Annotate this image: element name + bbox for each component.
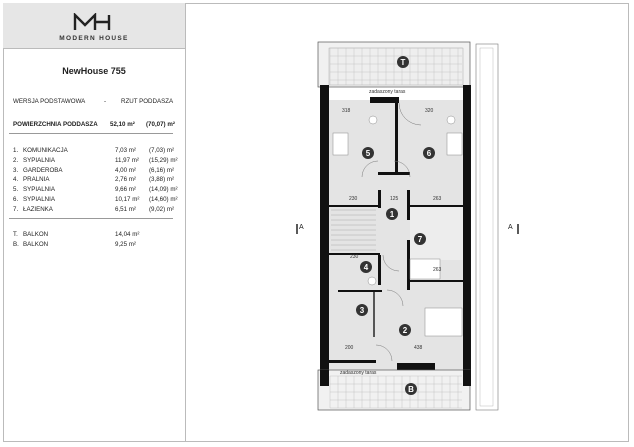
room-marker-3 (356, 304, 368, 316)
room-no: 5. (13, 186, 19, 194)
room-no: 3. (13, 166, 19, 174)
terrace-bottom-label: zadaszony taras (340, 370, 377, 376)
room-gross: (15,29) m² (149, 156, 178, 164)
dim-label: 125 (390, 196, 399, 202)
balcony-name: BALKON (23, 240, 49, 248)
divider (9, 133, 173, 134)
dim-label: 230 (350, 254, 359, 260)
area-gross: (70,07) m² (146, 121, 175, 128)
room-name: PRALNIA (23, 176, 50, 184)
room-marker-B (405, 383, 417, 395)
version-label: WERSJA PODSTAWOWA (13, 98, 86, 105)
room-marker-label: 4 (364, 263, 369, 272)
room-area: 6,51 m² (115, 205, 136, 213)
room-no: 2. (13, 156, 19, 164)
logo-icon (73, 13, 111, 30)
dim-label: 263 (433, 267, 442, 273)
room-marker-label: 5 (366, 149, 371, 158)
room-marker-label: 1 (390, 210, 395, 219)
balcony-area: 9,25 m² (115, 240, 136, 248)
room-gross: (7,03) m² (149, 147, 175, 154)
dim-label: 200 (345, 345, 354, 351)
room-marker-T (397, 56, 409, 68)
room-marker-label: 7 (418, 235, 423, 244)
room-marker-5 (362, 147, 374, 159)
room-gross: (3,88) m² (149, 176, 175, 184)
room-marker-label: B (408, 385, 414, 394)
version-separator: - (104, 98, 107, 105)
room-name: KOMUNIKACJA (23, 147, 68, 154)
terrace-top (317, 41, 471, 88)
room-no: 1. (13, 147, 19, 154)
room-marker-4 (360, 261, 372, 273)
room-gross: (9,02) m² (149, 205, 175, 213)
room-marker-2 (399, 324, 411, 336)
room-area: 2,76 m² (115, 176, 136, 184)
room-marker-1 (386, 208, 398, 220)
dim-label: 263 (433, 196, 442, 202)
room-marker-label: T (401, 58, 406, 67)
area-net: 52,10 m² (110, 121, 135, 128)
room-gross: (14,09) m² (149, 186, 178, 194)
room-area: 9,66 m² (115, 186, 136, 194)
room-area: 10,17 m² (115, 196, 140, 203)
view-name: RZUT PODDASZA (121, 98, 174, 105)
room-area: 4,00 m² (115, 166, 136, 174)
room-no: 6. (13, 196, 19, 203)
sheet-frame (3, 3, 629, 442)
room-name: GARDEROBA (23, 166, 63, 174)
project-title: NewHouse 755 (62, 66, 126, 76)
balcony-bottom (317, 369, 471, 411)
room-marker-label: 3 (360, 306, 365, 315)
balcony-name: BALKON (23, 231, 49, 238)
section-marker-left: A (299, 224, 304, 231)
dim-label: 320 (425, 108, 434, 114)
room-name: SYPIALNIA (23, 196, 55, 203)
room-no: 7. (13, 205, 19, 213)
terrace-top-label: zadaszony taras (369, 89, 406, 95)
room-name: SYPIALNIA (23, 156, 55, 164)
info-panel: MODERN HOUSE NewHouse 755 WERSJA PODSTAW… (3, 3, 186, 442)
section-marker-right: A (508, 224, 513, 231)
room-gross: (14,60) m² (149, 196, 178, 203)
room-marker-label: 6 (427, 149, 432, 158)
brand-header: MODERN HOUSE (3, 3, 185, 49)
dim-label: 230 (349, 196, 358, 202)
balcony-area: 14,04 m² (115, 231, 140, 238)
room-no: 4. (13, 176, 19, 184)
room-marker-6 (423, 147, 435, 159)
balcony-no: B. (13, 240, 19, 248)
room-gross: (6,16) m² (149, 166, 175, 174)
dim-label: 318 (342, 108, 351, 114)
dim-label: 438 (414, 345, 423, 351)
room-name: ŁAZIENKA (23, 205, 53, 213)
room-area: 7,03 m² (115, 147, 136, 154)
room-marker-label: 2 (403, 326, 408, 335)
divider (9, 218, 173, 219)
balcony-no: T. (13, 231, 18, 238)
brand-name: MODERN HOUSE (59, 35, 129, 42)
room-area: 11,97 m² (115, 156, 139, 164)
room-name: SYPIALNIA (23, 186, 55, 194)
room-marker-7 (414, 233, 426, 245)
area-label: POWIERZCHNIA PODDASZA (13, 121, 98, 128)
